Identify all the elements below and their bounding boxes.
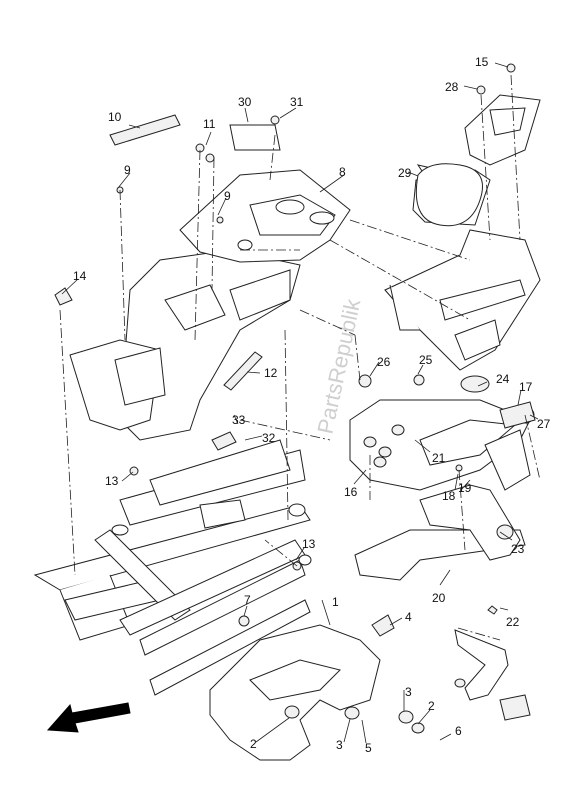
rear-inner-fender bbox=[69, 249, 301, 441]
reflector-part bbox=[223, 351, 263, 391]
bracket-part-30 bbox=[229, 124, 281, 151]
callout-9: 9 bbox=[124, 163, 131, 177]
cord-loop-29 bbox=[415, 163, 483, 227]
lower-frame bbox=[33, 439, 312, 696]
callout-27: 27 bbox=[537, 417, 551, 431]
callout-20: 20 bbox=[432, 591, 446, 605]
callout-13: 13 bbox=[105, 474, 119, 488]
callout-23: 23 bbox=[511, 542, 525, 556]
callout-31: 31 bbox=[290, 95, 304, 109]
callout-13: 13 bbox=[302, 537, 316, 551]
callout-21: 21 bbox=[432, 451, 446, 465]
callout-1: 1 bbox=[332, 595, 339, 609]
clip-part-14 bbox=[54, 287, 73, 306]
callout-12: 12 bbox=[264, 366, 278, 380]
callout-33: 33 bbox=[232, 413, 246, 427]
seat-bracket bbox=[179, 169, 351, 263]
front-direction-arrow-icon bbox=[46, 702, 131, 733]
callout-32: 32 bbox=[262, 431, 276, 445]
band-part-10 bbox=[109, 114, 181, 146]
tail-cover bbox=[349, 375, 536, 491]
callout-14: 14 bbox=[73, 269, 87, 283]
callout-15: 15 bbox=[475, 55, 489, 69]
callout-labels: 1 2 2 3 3 4 5 6 7 8 9 9 10 11 12 13 13 1… bbox=[73, 55, 551, 755]
callout-22: 22 bbox=[506, 615, 520, 629]
callout-28: 28 bbox=[445, 80, 459, 94]
callout-30: 30 bbox=[238, 95, 252, 109]
callout-24: 24 bbox=[496, 372, 510, 386]
upper-right-frame bbox=[384, 94, 541, 371]
callout-5: 5 bbox=[365, 741, 372, 755]
callout-3: 3 bbox=[336, 738, 343, 752]
callout-25: 25 bbox=[419, 353, 433, 367]
callout-6: 6 bbox=[455, 724, 462, 738]
small-parts bbox=[54, 63, 516, 627]
guide-lines bbox=[59, 74, 541, 641]
callout-29: 29 bbox=[398, 166, 412, 180]
leader-lines bbox=[61, 62, 539, 744]
callout-2: 2 bbox=[428, 699, 435, 713]
callout-19: 19 bbox=[458, 481, 472, 495]
callout-9: 9 bbox=[224, 189, 231, 203]
callout-3: 3 bbox=[405, 685, 412, 699]
callout-17: 17 bbox=[519, 380, 533, 394]
callout-8: 8 bbox=[339, 165, 346, 179]
tail-bracket bbox=[354, 429, 531, 581]
callout-26: 26 bbox=[377, 355, 391, 369]
callout-18: 18 bbox=[442, 489, 456, 503]
callout-10: 10 bbox=[108, 110, 122, 124]
license-plate-bracket bbox=[454, 629, 531, 721]
callout-7: 7 bbox=[244, 593, 251, 607]
callout-2: 2 bbox=[250, 737, 257, 751]
front-fender bbox=[209, 614, 425, 761]
callout-4: 4 bbox=[405, 610, 412, 624]
callout-16: 16 bbox=[344, 485, 358, 499]
callout-11: 11 bbox=[203, 117, 216, 131]
